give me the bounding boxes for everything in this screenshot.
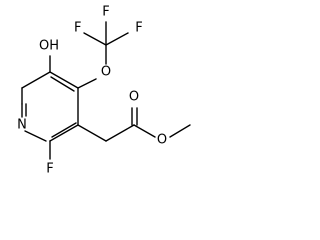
atom-labels: F F F O OH N F O O (17, 5, 167, 177)
bond-n-c2 (24, 130, 47, 142)
atom-label-f-ring: F (46, 162, 53, 177)
atom-label-o-carbonyl: O (129, 90, 139, 105)
chemical-structure: F F F O OH N F O O (17, 5, 191, 177)
bond-c4-o (77, 78, 97, 89)
bond-c-f1 (83, 32, 107, 46)
atom-label-o-ester: O (157, 133, 167, 148)
bond-c4-c5-inner (50, 76, 75, 92)
bond-c5-c6 (21, 71, 51, 89)
atom-label-oh: OH (39, 39, 59, 54)
bonds (21, 21, 191, 160)
bond-ch2-c (105, 124, 135, 142)
bond-c-o-single (133, 124, 156, 138)
atom-label-n-ring: N (17, 118, 27, 133)
bond-c4-c5 (49, 71, 79, 89)
bond-o-ch3 (169, 124, 191, 138)
bond-c2-c3 (49, 124, 79, 142)
bond-c3-ch2 (77, 124, 107, 142)
atom-label-f2: F (102, 5, 109, 20)
atom-label-o-ether: O (101, 65, 111, 80)
bond-c-f3 (105, 32, 129, 46)
atom-label-f3: F (135, 21, 142, 36)
atom-label-f1: F (74, 21, 81, 36)
bond-c2-c3-inner (51, 122, 77, 138)
